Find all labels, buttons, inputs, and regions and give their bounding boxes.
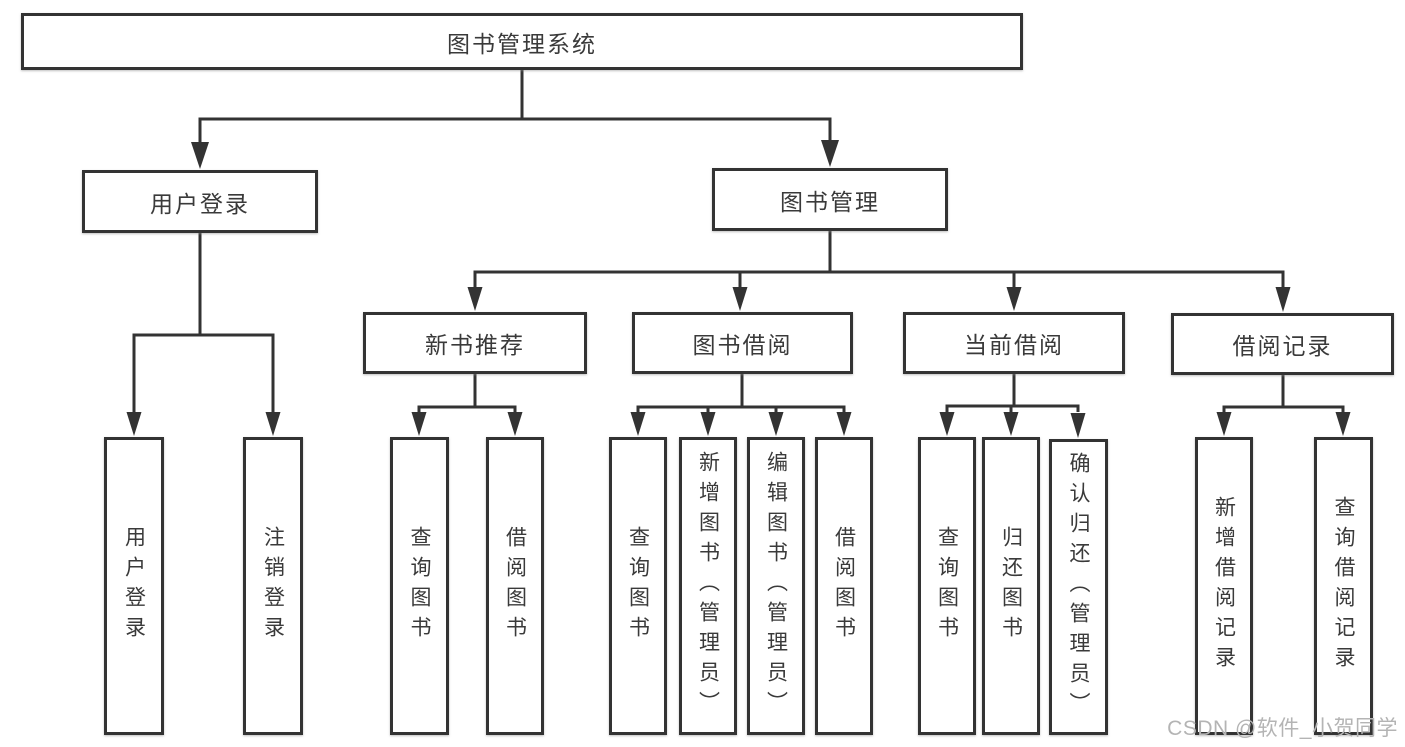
arrowhead-borrow-records	[1275, 287, 1291, 312]
node-label: 归还图书	[999, 526, 1023, 646]
node-label: 查询借阅记录	[1332, 496, 1355, 676]
arrowhead-cb-query	[939, 412, 955, 436]
edge-br-split	[1222, 405, 1345, 412]
leaf-nbr-borrow-books: 借阅图书	[486, 437, 544, 735]
node-label: 借阅图书	[503, 526, 527, 646]
node-label: 图书借阅	[692, 332, 793, 358]
arrowhead-leaf-login	[126, 412, 142, 436]
node-label: 注销登录	[261, 526, 285, 646]
arrowhead-nbr-query	[411, 412, 427, 436]
leaf-bb-borrow-books: 借阅图书	[815, 437, 873, 735]
node-label: 图书管理系统	[447, 30, 597, 57]
arrowhead-bb-edit	[768, 412, 784, 436]
node-library-management-system: 图书管理系统	[21, 13, 1023, 70]
arrowhead-cb-return	[1003, 412, 1019, 436]
arrowhead-bb-borrow	[836, 412, 852, 436]
arrowhead-br-query	[1335, 412, 1351, 436]
node-label: 借阅图书	[832, 526, 856, 646]
node-label: 借阅记录	[1232, 333, 1333, 359]
node-label: 用户登录	[122, 526, 146, 646]
leaf-bb-query-books: 查询图书	[609, 437, 667, 735]
leaf-user-login: 用户登录	[104, 437, 164, 735]
node-label: 查询图书	[408, 526, 431, 646]
node-new-book-recommend: 新书推荐	[363, 312, 587, 374]
node-label: 新增借阅记录	[1212, 496, 1236, 676]
edge-bb-split	[636, 405, 846, 412]
leaf-logout: 注销登录	[243, 437, 303, 735]
arrowhead-user-login	[191, 142, 209, 169]
arrowhead-br-add	[1216, 412, 1232, 436]
leaf-br-query-record: 查询借阅记录	[1314, 437, 1373, 735]
leaf-nbr-query-books: 查询图书	[390, 437, 449, 735]
arrowhead-nbr-borrow	[507, 412, 523, 436]
node-label: 查询图书	[626, 526, 650, 646]
edge-userlogin-split	[132, 333, 275, 412]
arrowhead-new-book	[467, 287, 483, 311]
node-label: 编辑图书（管理员）	[764, 451, 788, 721]
leaf-bb-add-books-admin: 新增图书（管理员）	[679, 437, 737, 735]
node-book-borrowing: 图书借阅	[632, 312, 853, 374]
node-label: 新增图书（管理员）	[696, 451, 720, 721]
edge-bookmgmt-split	[473, 270, 1285, 287]
arrowhead-bb-query	[630, 412, 646, 436]
arrowhead-bb-add	[700, 412, 716, 436]
leaf-br-add-record: 新增借阅记录	[1195, 437, 1253, 735]
leaf-cb-query-books: 查询图书	[918, 437, 976, 735]
arrowhead-book-management	[821, 140, 839, 167]
node-borrowing-records: 借阅记录	[1171, 313, 1394, 375]
node-label: 用户登录	[150, 190, 250, 217]
node-current-borrowing: 当前借阅	[903, 312, 1125, 374]
node-label: 当前借阅	[964, 332, 1064, 358]
arrowhead-current-borrow	[1006, 287, 1022, 311]
node-label: 查询图书	[935, 526, 959, 646]
node-book-management: 图书管理	[712, 168, 948, 231]
edge-root-split	[198, 117, 832, 143]
leaf-bb-edit-books-admin: 编辑图书（管理员）	[747, 437, 805, 735]
leaf-cb-confirm-return-admin: 确认归还（管理员）	[1049, 439, 1108, 735]
arrowhead-cb-confirm	[1070, 413, 1086, 438]
edge-nbr-split	[417, 405, 517, 412]
node-label: 图书管理	[780, 188, 880, 215]
watermark: CSDN @软件_小贺同学	[1167, 717, 1398, 740]
leaf-cb-return-books: 归还图书	[982, 437, 1040, 735]
node-user-login: 用户登录	[82, 170, 318, 233]
arrowhead-book-borrow	[732, 287, 748, 311]
arrowhead-leaf-logout	[265, 412, 281, 436]
node-label: 新书推荐	[425, 332, 525, 358]
node-label: 确认归还（管理员）	[1067, 452, 1090, 722]
